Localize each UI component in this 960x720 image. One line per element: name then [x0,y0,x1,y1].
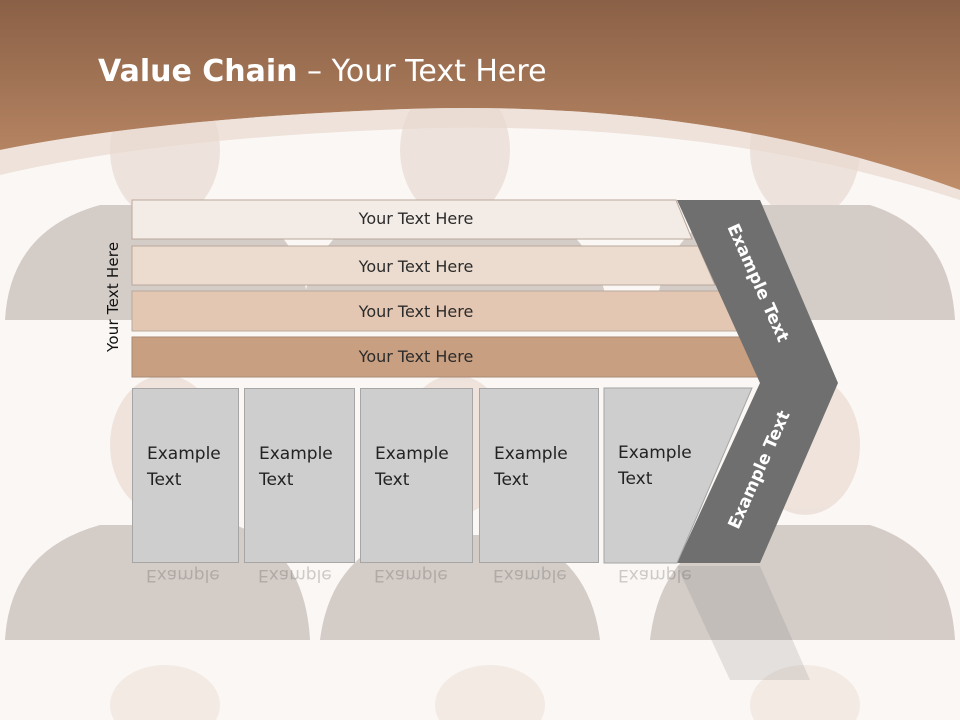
activity-4-line1: Example [494,444,568,464]
activity-3-reflection: Example [360,566,473,646]
activity-5-reflection: Example [604,566,724,646]
support-bar-2[interactable] [131,245,716,286]
support-bar-4-label: Your Text Here [358,347,474,366]
activity-1-line2: Text [147,470,182,490]
activity-4-reflection-text: Example [493,566,567,585]
activity-3-reflection-text: Example [374,566,448,585]
activity-3-line2: Text [375,470,410,490]
activity-2-reflection: Example [244,566,355,646]
activity-2-line2: Text [259,470,294,490]
support-bar-1[interactable] [131,199,693,240]
margin-arrow-reflection [677,566,810,680]
title-bold: Value Chain [98,54,298,89]
title-rest: – Your Text Here [297,54,547,89]
activity-4-reflection: Example [479,566,599,646]
activity-2-line1: Example [259,444,333,464]
activity-5-line1: Example [618,443,692,463]
activity-box-5[interactable] [603,387,753,564]
activity-3-line1: Example [375,444,449,464]
activity-1-reflection-text: Example [146,566,220,585]
margin-arrow-lower[interactable] [677,383,838,563]
activity-5-reflection-text: Example [618,566,692,585]
slide-title: Value Chain – Your Text Here [98,54,547,89]
support-bar-1-label: Your Text Here [358,209,474,228]
activity-2-reflection-text: Example [258,566,332,585]
activity-4-line2: Text [494,470,529,490]
margin-arrow-upper[interactable] [677,200,838,383]
activity-5-line2: Text [618,469,653,489]
activity-1-line1: Example [147,444,221,464]
support-bar-3-label: Your Text Here [358,302,474,321]
support-bar-2-label: Your Text Here [358,257,474,276]
activity-1-reflection: Example [132,566,239,646]
